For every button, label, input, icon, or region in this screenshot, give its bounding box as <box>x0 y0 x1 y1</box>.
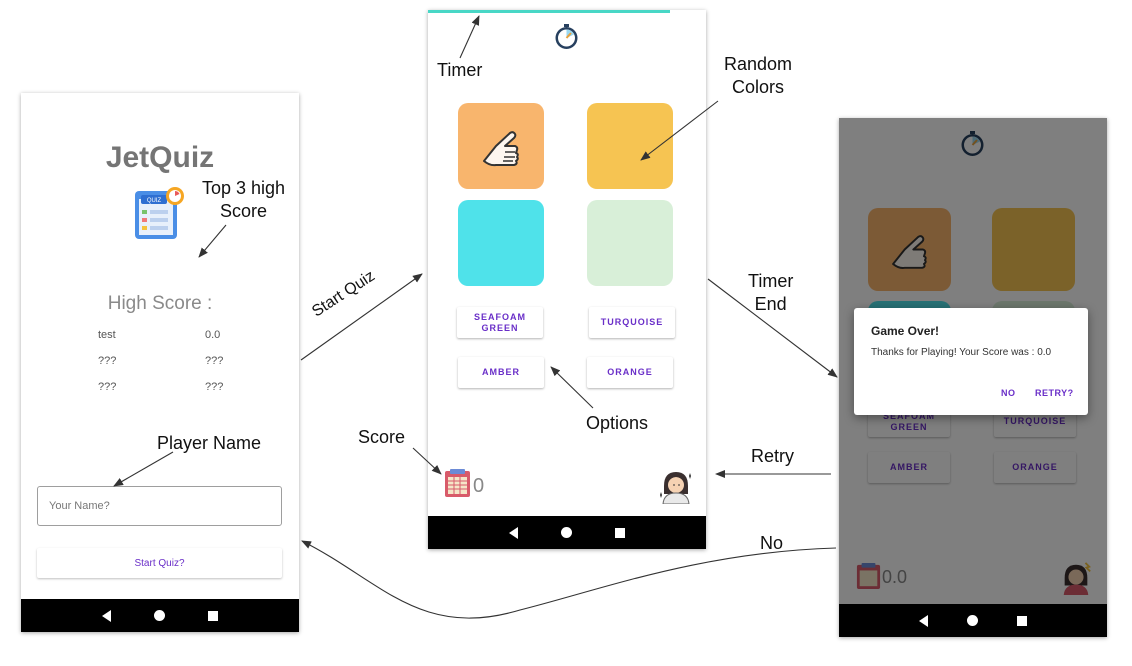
recents-icon[interactable] <box>207 610 218 621</box>
nav-bar <box>21 599 299 632</box>
arrow-timer <box>459 15 480 59</box>
arrow-top3 <box>198 224 227 258</box>
arrow-options <box>550 366 594 409</box>
stopwatch-icon <box>555 24 578 49</box>
annotation-retry: Retry <box>751 446 795 466</box>
option-button[interactable]: AMBER <box>458 357 544 388</box>
annotation-timer: Timer <box>437 60 483 80</box>
option-button[interactable]: SEAFOAM GREEN <box>457 307 543 338</box>
arrow-score <box>412 447 442 475</box>
home-icon[interactable] <box>560 527 572 538</box>
back-icon[interactable] <box>102 609 112 622</box>
option-button[interactable]: ORANGE <box>587 357 673 388</box>
dialog-message: Thanks for Playing! Your Score was : 0.0 <box>871 347 1052 358</box>
annotation-options: Options <box>586 413 649 433</box>
score-value: 0 <box>473 475 485 497</box>
annotation-random-colors: Random Colors <box>724 54 793 97</box>
retry-button[interactable]: RETRY? <box>1035 388 1074 398</box>
high-score-name: ??? <box>98 381 117 393</box>
timer-progress-bar <box>428 10 670 13</box>
nav-bar <box>839 604 1107 637</box>
app-title: JetQuiz <box>105 141 215 174</box>
player-name-input[interactable] <box>37 486 282 526</box>
nav-bar <box>428 516 706 549</box>
arrow-no <box>301 540 837 619</box>
quiz-app-icon: QUIZ <box>135 187 184 239</box>
color-tile[interactable] <box>587 200 673 286</box>
annotation-top3: Top 3 high Score <box>202 178 286 221</box>
high-score-value: 0.0 <box>205 329 221 341</box>
game-over-screen: SEAFOAM GREEN TURQUOISE AMBER ORANGE 0.0… <box>839 118 1107 637</box>
quiz-logo-label: QUIZ <box>147 198 162 204</box>
high-score-value: ??? <box>205 381 224 393</box>
high-score-name: ??? <box>98 355 117 367</box>
scoreboard-icon <box>445 469 470 497</box>
home-screen: JetQuiz QUIZ High Score : test 0.0 ??? ?… <box>21 93 299 632</box>
start-quiz-button[interactable]: Start Quiz? <box>37 548 282 578</box>
arrow-start-quiz <box>300 273 423 361</box>
high-score-value: ??? <box>205 355 224 367</box>
high-score-title: High Score : <box>107 293 213 314</box>
arrow-random-colors <box>640 100 719 161</box>
option-button[interactable]: TURQUOISE <box>589 307 675 338</box>
home-icon[interactable] <box>966 615 978 626</box>
dialog-title: Game Over! <box>871 324 940 338</box>
arrow-player-name <box>113 451 174 487</box>
home-icon[interactable] <box>153 610 165 621</box>
color-tile[interactable] <box>458 103 544 189</box>
annotation-timer-end: Timer End <box>748 271 794 314</box>
back-icon[interactable] <box>918 614 928 627</box>
arrow-timer-end <box>707 278 838 378</box>
quiz-screen: SEAFOAM GREEN TURQUOISE AMBER ORANGE 0 <box>428 10 706 549</box>
color-tile[interactable] <box>458 200 544 286</box>
annotation-player-name: Player Name <box>157 433 262 453</box>
avatar-icon <box>660 472 691 504</box>
pointing-hand-icon <box>483 131 519 167</box>
high-score-name: test <box>98 329 116 341</box>
annotation-score: Score <box>358 427 406 447</box>
recents-icon[interactable] <box>614 527 625 538</box>
recents-icon[interactable] <box>1017 615 1028 626</box>
annotation-no: No <box>760 533 784 553</box>
back-icon[interactable] <box>509 526 519 539</box>
game-over-dialog: Game Over! Thanks for Playing! Your Scor… <box>854 308 1088 415</box>
no-button[interactable]: NO <box>1001 388 1016 398</box>
